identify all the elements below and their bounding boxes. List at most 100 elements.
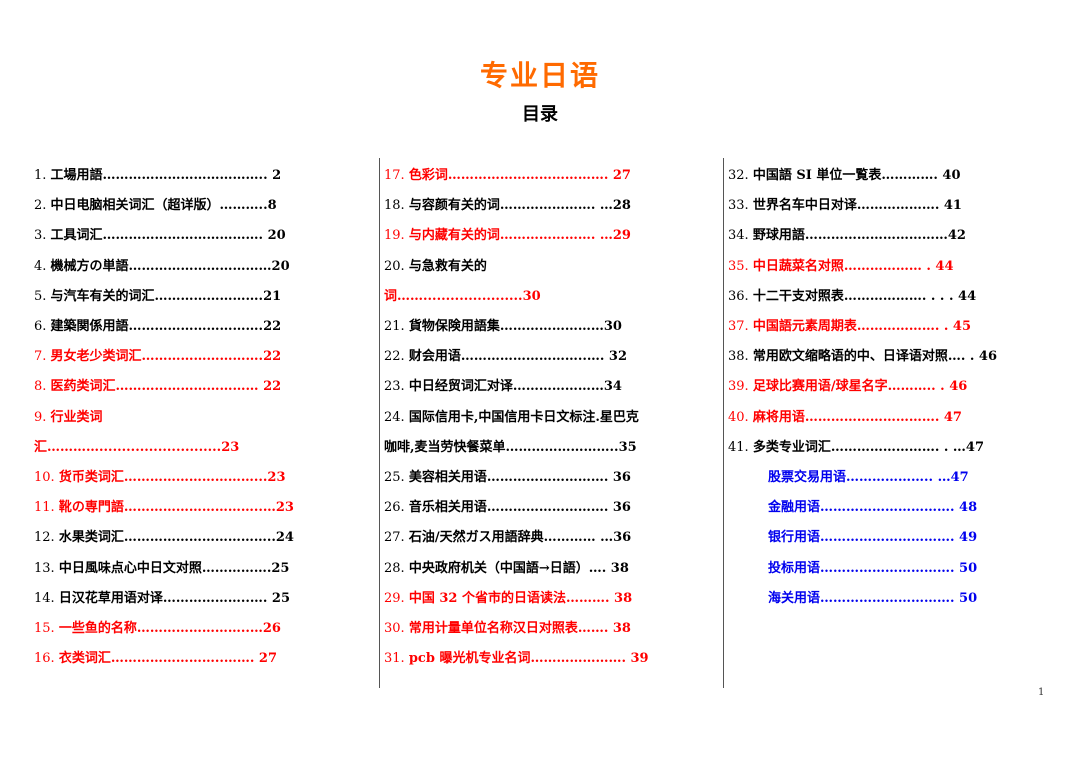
toc-entry[interactable]: 1. 工場用語……………………………….. 2 <box>34 164 281 188</box>
toc-entry[interactable]: 3. 工具词汇………………………………. 20 <box>34 224 286 248</box>
toc-entry[interactable]: 7. 男女老少类词汇……………………….22 <box>34 345 281 369</box>
toc-entry[interactable]: 8. 医药类词汇…………………………… 22 <box>34 375 281 399</box>
toc-entry-text: 中日经贸词汇对译…………………34 <box>408 379 622 395</box>
toc-entry[interactable]: 14. 日汉花草用语对译………………..…. 25 <box>34 587 290 611</box>
toc-entry-number: 11. <box>34 500 55 516</box>
toc-entry[interactable]: 23. 中日经贸词汇对译…………………34 <box>384 375 622 399</box>
toc-entry[interactable]: 31. pcb 曝光机专业名词…………………. 39 <box>384 647 649 671</box>
toc-entry-text: 足球比赛用语/球星名字……….. . 46 <box>752 379 968 395</box>
toc-entry-text: 咖啡,麦当劳快餐菜单……………………..35 <box>384 439 637 455</box>
toc-entry-text: 世界名车中日对译………………. 41 <box>752 198 962 214</box>
toc-entry[interactable]: 32. 中国語 SI 単位一覧表…………. 40 <box>728 164 961 188</box>
toc-entry-text: 工具词汇………………………………. 20 <box>50 228 286 244</box>
toc-entry[interactable]: 13. 中日風味点心中日文对照…………….25 <box>34 557 289 581</box>
toc-entry-number: 33. <box>728 198 749 214</box>
toc-entry-number: 1. <box>34 168 47 183</box>
toc-entry-text: 常用计量单位名称汉日对照表……. 38 <box>408 621 631 636</box>
toc-entry-text: 金融用语…………………………. 48 <box>768 500 978 516</box>
toc-entry-number: 30. <box>384 621 405 636</box>
toc-entry-number: 9. <box>34 409 47 425</box>
toc-entry-number: 39. <box>728 379 749 395</box>
toc-entry-text: 银行用语…………………………. 49 <box>768 530 978 546</box>
toc-entry[interactable]: 20. 与急救有关的 <box>384 255 487 279</box>
toc-entry-number: 40. <box>728 409 749 425</box>
toc-entry[interactable]: 26. 音乐相关用语………………………. 36 <box>384 496 631 520</box>
toc-entry-number: 26. <box>384 500 405 516</box>
toc-entry[interactable]: 16. 衣类词汇……………………..……. 27 <box>34 647 277 671</box>
toc-entry-text: 中国 32 个省市的日语读法………. 38 <box>408 590 633 606</box>
toc-entry[interactable]: 40. 麻将用语…………………………. 47 <box>728 406 962 430</box>
toc-entry[interactable]: 29. 中国 32 个省市的日语读法………. 38 <box>384 587 632 611</box>
toc-entry-text: 货币类词汇…………………………...23 <box>58 470 286 485</box>
toc-entry[interactable]: 投标用语…………………………. 50 <box>768 557 977 581</box>
toc-entry[interactable]: 12. 水果类词汇……………………………..24 <box>34 526 294 550</box>
toc-entry-number: 5. <box>34 288 47 304</box>
toc-entry[interactable]: 33. 世界名车中日对译………………. 41 <box>728 194 962 218</box>
page-number: 1 <box>1038 687 1045 698</box>
toc-entry[interactable]: 34. 野球用語……………………………42 <box>728 224 966 248</box>
toc-entry-text: 国际信用卡,中国信用卡日文标注.星巴克 <box>408 409 639 425</box>
toc-entry[interactable]: 4. 機械方の単語……………………………20 <box>34 255 290 279</box>
toc-entry-number: 24. <box>384 409 405 425</box>
toc-entry[interactable]: 金融用语…………………………. 48 <box>768 496 977 520</box>
toc-entry[interactable]: 银行用语…………………………. 49 <box>768 526 977 550</box>
toc-entry[interactable]: 38. 常用欧文缩略语的中、日译语对照…. . 46 <box>728 345 997 369</box>
toc-entry[interactable]: 28. 中央政府机关（中国語→日語）…. 38 <box>384 557 629 581</box>
toc-entry[interactable]: 36. 十二干支对照表………………. . . . 44 <box>728 285 976 309</box>
toc-entry[interactable]: 27. 石油/天然ガス用語辞典………… …36 <box>384 526 631 550</box>
toc-entry[interactable]: 22. 财会用语………………………..…. 32 <box>384 345 627 369</box>
toc-entry-number: 4. <box>34 258 47 274</box>
toc-entry-number: 2. <box>34 198 47 214</box>
toc-entry[interactable]: 19. 与内藏有关的词…………………. …29 <box>384 224 631 248</box>
toc-entry[interactable]: 2. 中日电脑相关词汇（超详版）………..8 <box>34 194 277 218</box>
toc-entry[interactable]: 21. 貨物保険用語集……………………30 <box>384 315 622 339</box>
toc-entry[interactable]: 25. 美容相关用语………………………. 36 <box>384 466 631 490</box>
toc-entry[interactable]: 10. 货币类词汇…………………………...23 <box>34 466 286 490</box>
toc-entry-number: 36. <box>728 288 749 304</box>
toc-entry[interactable]: 9. 行业类词 <box>34 406 103 430</box>
toc-entry[interactable]: 6. 建築関係用語………………………….22 <box>34 315 281 339</box>
toc-entry-text: 常用欧文缩略语的中、日译语对照…. . 46 <box>752 349 998 365</box>
toc-entry-number: 32. <box>728 168 749 183</box>
toc-entry[interactable]: 咖啡,麦当劳快餐菜单……………………..35 <box>384 436 637 460</box>
toc-entry[interactable]: 41. 多类专业词汇……………………. . …47 <box>728 436 984 460</box>
toc-entry[interactable]: 30. 常用计量单位名称汉日对照表……. 38 <box>384 617 631 641</box>
toc-entry-number: 23. <box>384 379 405 395</box>
toc-entry-text: 医药类词汇…………………………… 22 <box>50 379 282 395</box>
toc-entry[interactable]: 24. 国际信用卡,中国信用卡日文标注.星巴克 <box>384 406 639 430</box>
toc-entry-number: 6. <box>34 319 47 334</box>
toc-entry-text: 中央政府机关（中国語→日語）…. 38 <box>408 560 629 576</box>
toc-entry-text: 股票交易用语……………….. …47 <box>768 470 969 485</box>
toc-entry[interactable]: 39. 足球比赛用语/球星名字……….. . 46 <box>728 375 967 399</box>
toc-entry[interactable]: 汇…………...........................23 <box>34 436 239 460</box>
toc-entry[interactable]: 17. 色彩词………………………………. 27 <box>384 164 631 188</box>
toc-entry-number: 7. <box>34 349 47 365</box>
toc-entry[interactable]: 15. 一些鱼的名称……………………..…26 <box>34 617 281 641</box>
toc-entry[interactable]: 11. 靴の専門語…………………………..…23 <box>34 496 294 520</box>
toc-entry-text: 工場用語……………………………….. 2 <box>50 168 282 183</box>
toc-entry[interactable]: 37. 中国語元素周期表………………. . 45 <box>728 315 971 339</box>
toc-entry-text: 与汽车有关的词汇…………………….21 <box>50 288 282 304</box>
toc-entry-text: 機械方の単語……………………………20 <box>50 258 290 274</box>
toc-entry[interactable]: 18. 与容颜有关的词…………………. …28 <box>384 194 631 218</box>
toc-entry-text: 衣类词汇……………………..……. 27 <box>58 651 278 667</box>
toc-entry-number: 16. <box>34 651 55 667</box>
toc-entry-number: 37. <box>728 319 749 334</box>
toc-entry-number: 19. <box>384 228 405 244</box>
toc-entry-text: 与内藏有关的词…………………. …29 <box>408 228 631 244</box>
toc-entry-text: 行业类词 <box>50 409 103 425</box>
toc-entry-number: 27. <box>384 530 405 546</box>
toc-entry[interactable]: 词……......................30 <box>384 285 541 309</box>
toc-entry-text: 海关用语…………………………. 50 <box>768 590 978 606</box>
toc-entry[interactable]: 海关用语…………………………. 50 <box>768 587 977 611</box>
toc-entry-number: 20. <box>384 258 405 274</box>
toc-entry[interactable]: 35. 中日蔬菜名对照……………… . 44 <box>728 255 954 279</box>
toc-entry-text: 投标用语…………………………. 50 <box>768 560 978 576</box>
toc-column-2: 17. 色彩词………………………………. 27 18. 与容颜有关的词………………… <box>379 158 715 688</box>
toc-entry-text: 中日風味点心中日文对照…………….25 <box>58 560 290 576</box>
toc-entry-text: 日汉花草用语对译………………..…. 25 <box>58 590 291 606</box>
toc-entry-number: 21. <box>384 319 405 334</box>
toc-entry[interactable]: 股票交易用语……………….. …47 <box>768 466 969 490</box>
toc-entry[interactable]: 5. 与汽车有关的词汇…………………….21 <box>34 285 281 309</box>
toc-entry-number: 3. <box>34 228 47 244</box>
